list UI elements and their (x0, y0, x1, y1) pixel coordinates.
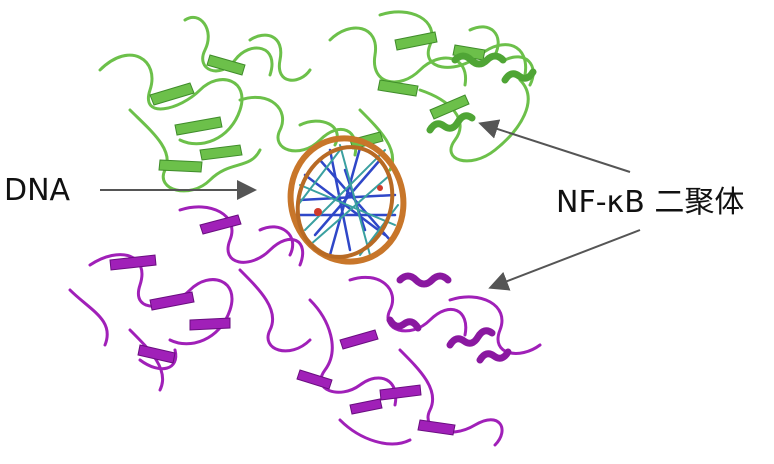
nfkb-top-pointer-arrow (478, 119, 631, 173)
nfkb-dimer-label: NF-κB 二聚体 (556, 185, 745, 220)
nfkb-bottom-pointer-arrow (488, 229, 641, 291)
dna-label: DNA (4, 173, 71, 208)
pointer-arrows (100, 119, 641, 291)
nfkb-subunit-bottom-sheets (109, 214, 456, 436)
nfkb-subunit-bottom-helices (386, 272, 512, 364)
nfkb-subunit-top-helices (426, 52, 537, 134)
dna-double-helix (287, 135, 407, 265)
nfkb-subunit-top-sheets (149, 31, 486, 173)
